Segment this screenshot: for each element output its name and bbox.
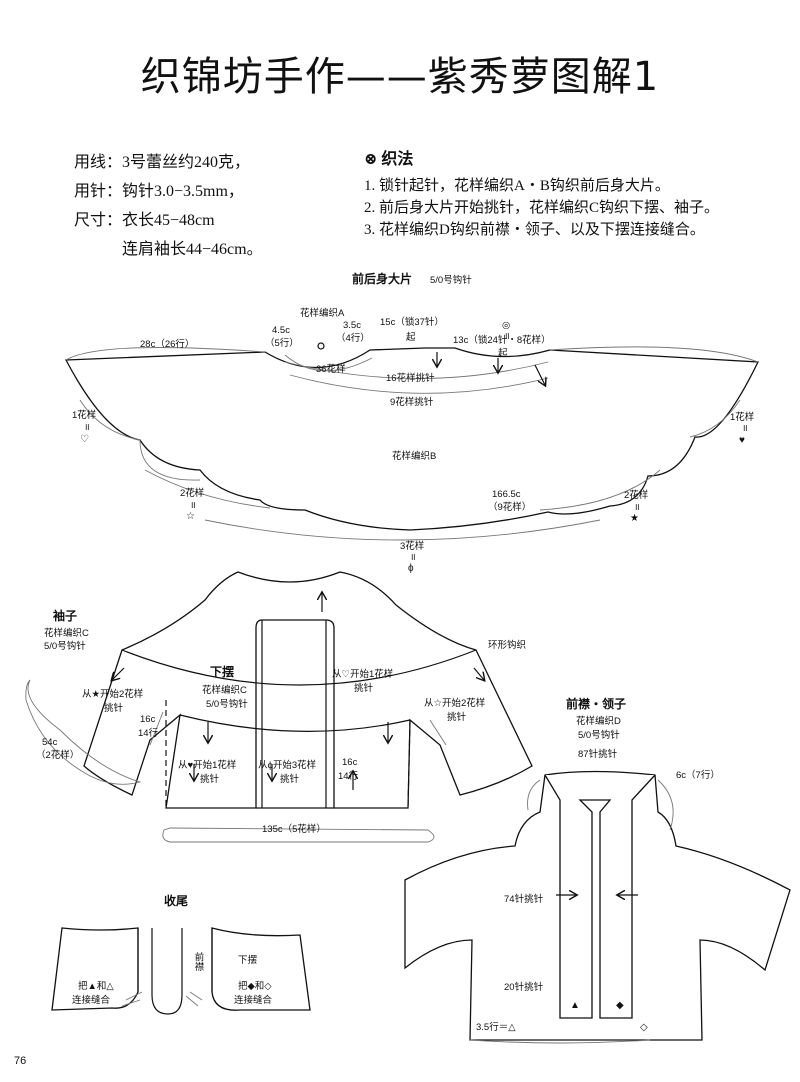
solid-heart-symbol: ♥ [739, 435, 745, 446]
placket-hook: 5/0号钩针 [578, 729, 620, 741]
method-step-3: 3. 花样编织D钩织前襟・领子、以及下摆连接缝合。 [364, 222, 705, 238]
label-right-1-pattern: 1花样 [730, 411, 754, 423]
finish-title: 收尾 [164, 893, 188, 908]
label-left-1-pattern: 1花样 [72, 409, 96, 421]
body-panel-hook: 5/0号钩针 [430, 274, 472, 286]
spec-size: 尺寸：衣长45−48cm [74, 212, 215, 229]
label-16-pick: 16花样挑针 [386, 372, 435, 384]
label-start-1: 起 [406, 332, 416, 343]
label-166-5c: 166.5c [492, 489, 521, 500]
placket-diagram [404, 770, 791, 1044]
placket-87-pick: 87针挑针 [578, 748, 618, 760]
sleeve-pattern: 花样编织C [44, 627, 89, 639]
hem-pick-word-1: 挑针 [200, 773, 220, 785]
sleeve-2-patterns: （2花样） [36, 749, 79, 761]
label-13c: 13c（锁24针・8花样） [453, 334, 551, 346]
finish-join-right-2: 连接缝合 [234, 994, 273, 1006]
label-eq: ॥ [410, 552, 416, 563]
placket-3-5-rows: 3.5行＝△ [476, 1021, 516, 1033]
open-heart-symbol: ♡ [80, 434, 89, 445]
body-panel-shape [64, 347, 760, 531]
finish-join-left: 把▲和△ [78, 980, 114, 992]
cardigan-body [83, 571, 533, 809]
label-eq: ॥ [742, 423, 748, 434]
placket-6c: 6c（7行） [676, 769, 720, 781]
placket-title: 前襟・领子 [566, 696, 626, 711]
label-eq: ॥ [634, 502, 640, 513]
placket-body [404, 770, 791, 1041]
hem-pick-word-3: 挑针 [354, 682, 374, 694]
finish-join-left-2: 连接缝合 [72, 994, 111, 1006]
hem-16c: 16c [342, 757, 358, 768]
open-star-symbol: ☆ [186, 511, 195, 522]
sleeve-pick-right: 从☆开始2花样 [424, 697, 485, 709]
spec-yarn: 用线：3号蕾丝约240克， [74, 154, 251, 171]
finish-join-right: 把◆和◇ [238, 980, 272, 992]
label-9-patterns: （9花样） [488, 501, 531, 513]
label-3-patterns: 3花样 [400, 540, 424, 552]
ring-symbol: ◎ [502, 320, 510, 331]
label-pattern-a: 花样编织A [300, 307, 345, 319]
label-4-rows: （4行） [336, 332, 370, 344]
label-left-2-patterns: 2花样 [180, 487, 204, 499]
label-3-5c: 3.5c [343, 320, 361, 331]
label-28c: 28c（26行） [140, 338, 194, 350]
label-5-rows: （5行） [265, 337, 299, 349]
spec-sleeve-length: 连肩袖长44−46cm。 [122, 241, 263, 258]
sleeve-14-rows: 14行 [138, 727, 159, 739]
hem-pick-heart: 从♥开始1花样 [178, 759, 236, 771]
label-right-2-patterns: 2花样 [624, 489, 648, 501]
method-step-2: 2. 前后身大片开始挑针，花样编织C钩织下摆、袖子。 [364, 200, 720, 216]
hem-14-rows: 14行 [338, 770, 359, 782]
ring-marker [317, 342, 325, 350]
cardigan-diagram [25, 571, 533, 843]
hem-pick-word-2: 挑针 [280, 773, 300, 785]
finish-front-label: 前襟 [193, 951, 205, 972]
label-pattern-b: 花样编织B [392, 450, 436, 462]
placket-20-pick: 20针挑针 [504, 981, 544, 993]
triangle-symbol: ▲ [570, 1000, 580, 1011]
sleeve-pick-word-right: 挑针 [447, 711, 467, 723]
hem-pattern: 花样编织C [202, 684, 247, 696]
label-eq: ॥ [190, 500, 196, 511]
body-panel [64, 342, 760, 541]
label-4-5c: 4.5c [272, 325, 290, 336]
hem-pick-open-heart: 从♡开始1花样 [332, 668, 393, 680]
hem-pick-phi: 从ϕ开始3花样 [258, 759, 316, 771]
label-eq: ॥ [84, 422, 90, 433]
finish-right [211, 927, 311, 1011]
open-diamond-symbol: ◇ [640, 1022, 648, 1033]
method-heading: ⊗ 织法 [364, 151, 414, 168]
label-eq-top: ॥ [504, 331, 510, 342]
solid-star-symbol: ★ [630, 513, 639, 524]
label-15c: 15c（锁37针） [380, 316, 444, 328]
method-icon: ⊗ [364, 151, 378, 168]
sleeve-54c: 54c [42, 737, 58, 748]
label-start-2: 起 [498, 348, 508, 359]
hem-title: 下摆 [210, 664, 234, 679]
placket-pattern: 花样编织D [576, 715, 621, 727]
phi-symbol: ϕ [408, 563, 414, 574]
diamond-symbol: ◆ [616, 1000, 624, 1011]
page-number: 76 [14, 1055, 27, 1067]
sleeve-hook: 5/0号钩针 [44, 640, 86, 652]
placket-74-pick: 74针挑针 [504, 893, 544, 905]
body-panel-title: 前后身大片 [352, 271, 412, 286]
spec-hook: 用针：钩针3.0−3.5mm， [74, 183, 244, 200]
sleeve-title: 袖子 [53, 608, 77, 623]
finish-diagram [51, 927, 311, 1015]
sleeve-16c: 16c [140, 714, 156, 725]
sleeve-ring-chain: 环形钩织 [488, 639, 526, 651]
label-9-pick: 9花样挑针 [390, 396, 434, 408]
finish-hem-label: 下摆 [238, 954, 258, 966]
method-step-1: 1. 锁针起针，花样编织A・B钩织前后身大片。 [364, 178, 670, 194]
hem-135c: 135c（5花样） [262, 823, 326, 835]
sleeve-pick-word-left: 挑针 [104, 702, 124, 714]
sleeve-pick-left: 从★开始2花样 [82, 688, 143, 700]
page-title: 织锦坊手作——紫秀萝图解1 [140, 54, 660, 100]
hem-hook: 5/0号钩针 [206, 698, 248, 710]
label-36-patterns: 36花样 [316, 363, 346, 375]
